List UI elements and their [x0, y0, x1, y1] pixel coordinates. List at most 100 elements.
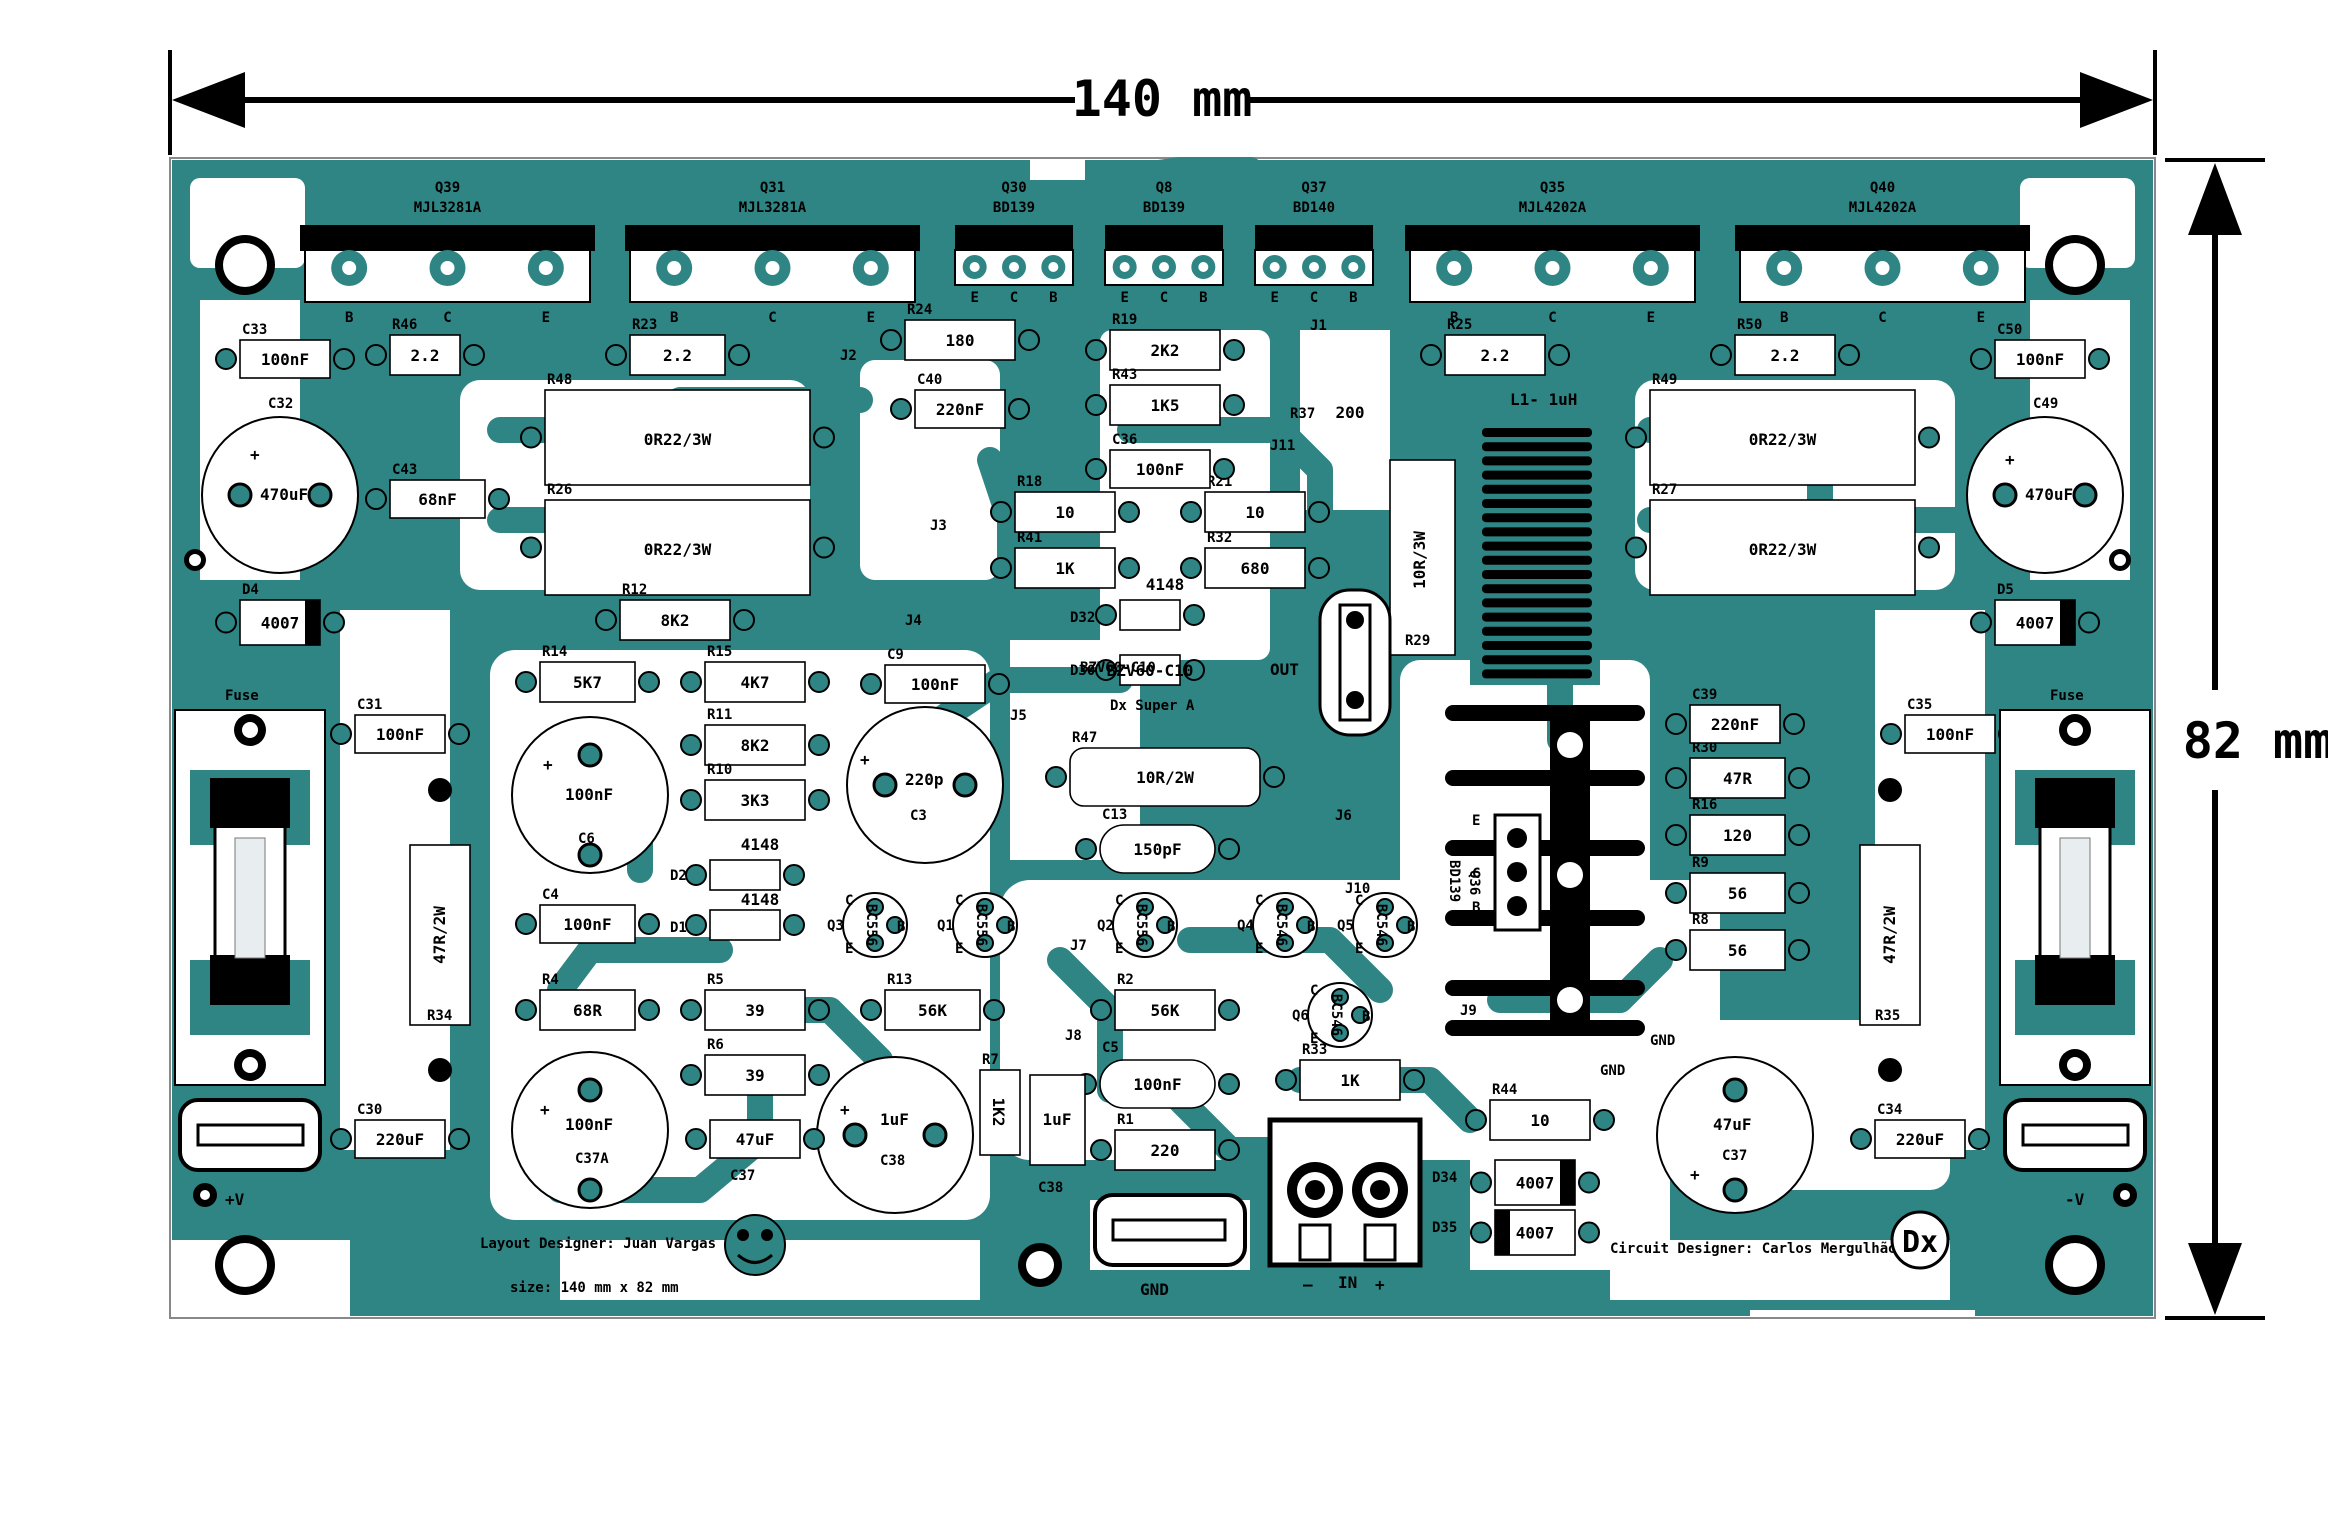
pin-e: E — [955, 941, 963, 957]
jumper-j6: J6 — [1335, 808, 1352, 824]
c34-value: 47uF — [1713, 1115, 1752, 1134]
ref-label: R18 — [1017, 474, 1042, 490]
value-label: 220uF — [376, 1130, 424, 1149]
pin-c: C — [1255, 893, 1263, 909]
pin-c: C — [1115, 893, 1123, 909]
pin-label: C — [1878, 310, 1886, 326]
ref-label: R41 — [1017, 530, 1042, 546]
coil-turn — [1482, 456, 1592, 466]
ref-label: R49 — [1652, 372, 1677, 388]
component-labels: R462.2R232.2R24180R192K2R431K5R252.2R502… — [215, 302, 2110, 1256]
coil-turn — [1482, 598, 1592, 608]
layout-designer: Layout Designer: Juan Vargas — [480, 1236, 716, 1252]
value-label: 1uF — [1043, 1110, 1072, 1129]
ref-label: R1 — [1117, 1112, 1134, 1128]
coil-turn — [1482, 470, 1592, 480]
ref-label: Q4 — [1237, 918, 1254, 934]
value-label: 1K — [1340, 1071, 1360, 1090]
value-label: 100nF — [376, 725, 424, 744]
value-label: 47uF — [736, 1130, 775, 1149]
value-label: 1K5 — [1151, 396, 1180, 415]
coil-turn — [1482, 584, 1592, 594]
ref-label: C30 — [357, 1102, 382, 1118]
value-label: 10 — [1055, 503, 1074, 522]
q36-pin-b: B — [1472, 900, 1480, 916]
q36-part: BD139 — [1446, 860, 1462, 902]
ref-label: R8 — [1692, 912, 1709, 928]
transistor-ref: Q8 — [1156, 180, 1173, 196]
ref-label: R48 — [547, 372, 572, 388]
value-label: 0R22/3W — [644, 430, 712, 449]
ref-label: Q2 — [1097, 918, 1114, 934]
ref-label: C39 — [1692, 687, 1717, 703]
value-label: 100nF — [1136, 460, 1184, 479]
ref-label: R37 — [1290, 406, 1315, 422]
jumper-j7: J7 — [1070, 938, 1087, 954]
c30-ref: C37A — [575, 1151, 609, 1167]
value-label: 8K2 — [661, 611, 690, 630]
value-label: 2.2 — [663, 346, 692, 365]
fuse-left: Fuse — [174, 688, 326, 1086]
value-label: 4148 — [1146, 575, 1185, 594]
ref-label: C33 — [242, 322, 267, 338]
coil-turn — [1482, 541, 1592, 551]
coil-turn — [1482, 499, 1592, 508]
jumper-j5: J5 — [1010, 708, 1027, 724]
resistor-r18: R18 10 — [990, 474, 1140, 533]
c32-ref: C32 — [268, 396, 293, 412]
value-label: 100nF — [2016, 350, 2064, 369]
electrolytic-capacitors: + 470uF C32 + 470uF C49 + 100nF C6 + 220… — [201, 396, 2124, 1214]
value-label: 47R/2W — [430, 906, 449, 964]
part-label: BC546 — [1328, 994, 1344, 1036]
ref-label: D34 — [1432, 1170, 1457, 1186]
ref-label: R6 — [707, 1037, 724, 1053]
value-label: 2.2 — [411, 346, 440, 365]
terminal-gnd: GND — [1093, 1193, 1247, 1299]
mounting-holes — [184, 235, 2131, 1295]
value-label: 100nF — [261, 350, 309, 369]
pin-label: B — [670, 310, 678, 326]
value-label: 56K — [1151, 1001, 1180, 1020]
ref-label: D30 — [1070, 663, 1095, 679]
capacitor-c34: + 47uF C37 — [1656, 1056, 1814, 1214]
value-label: 10 — [1245, 503, 1264, 522]
fuse-right-label: Fuse — [2050, 688, 2084, 704]
jumper-j10: J10 — [1345, 881, 1370, 897]
value-label: 4007 — [1516, 1224, 1555, 1243]
value-label: 120 — [1723, 826, 1752, 845]
value-label: 4007 — [2016, 614, 2055, 633]
transistor-part: MJL3281A — [739, 200, 807, 216]
ref-label: R19 — [1112, 312, 1137, 328]
jumper-j1: J1 — [1310, 318, 1327, 334]
ref-label: C43 — [392, 462, 417, 478]
ref-label: R50 — [1737, 317, 1762, 333]
value-label: 10 — [1530, 1111, 1549, 1130]
value-label: 0R22/3W — [1749, 540, 1817, 559]
pin-label: E — [1120, 290, 1128, 306]
capacitor-c30: + 100nF C37A — [511, 1051, 669, 1209]
value-label: 2K2 — [1151, 341, 1180, 360]
part-label: BC546 — [1273, 904, 1289, 946]
pin-label: C — [443, 310, 451, 326]
